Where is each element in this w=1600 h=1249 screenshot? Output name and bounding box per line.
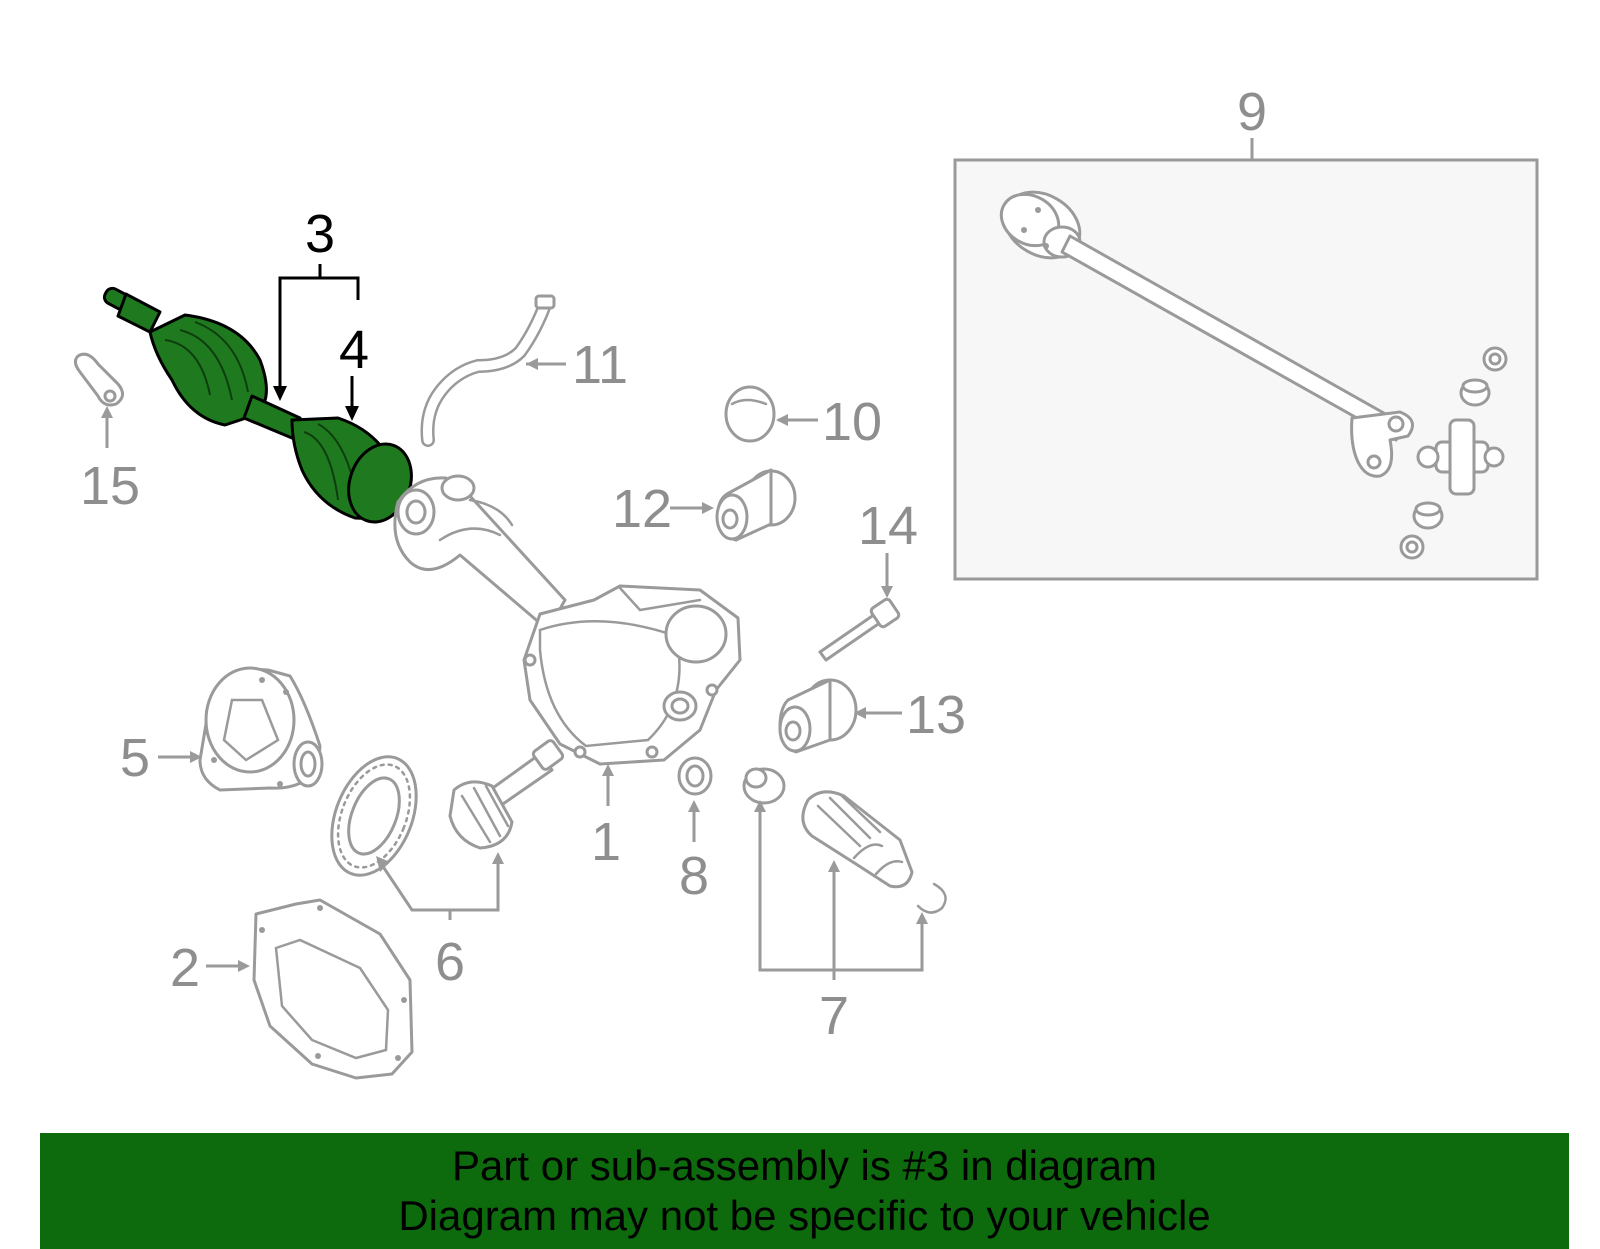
- bolt-14-drawing: [818, 597, 901, 662]
- banner-line-2: Diagram may not be specific to your vehi…: [398, 1192, 1211, 1239]
- shaft-7-drawing: [801, 790, 914, 889]
- callout-7-bracket: [758, 808, 924, 972]
- axle-shaft-highlighted[interactable]: [102, 286, 422, 531]
- callout-4[interactable]: 4: [339, 320, 369, 380]
- vent-hose-11-drawing: [420, 294, 556, 447]
- cover-2-drawing: [252, 898, 414, 1080]
- bearing-7-drawing: [742, 767, 786, 805]
- callout-11[interactable]: 11: [572, 335, 628, 395]
- plug-10-drawing: [724, 385, 776, 443]
- bushing-13-drawing: [778, 678, 858, 754]
- ring-gear-6-drawing: [330, 755, 418, 877]
- callout-6[interactable]: 6: [435, 932, 465, 992]
- snap-ring-7-drawing: [916, 882, 947, 914]
- bushing-12-drawing: [715, 468, 797, 542]
- callout-6-bracket: [378, 861, 500, 912]
- callout-9[interactable]: 9: [1237, 82, 1267, 142]
- callout-1[interactable]: 1: [591, 812, 621, 872]
- callout-7[interactable]: 7: [819, 986, 849, 1046]
- callout-10[interactable]: 10: [822, 392, 882, 452]
- callout-12[interactable]: 12: [612, 479, 672, 539]
- info-banner: Part or sub-assembly is #3 in diagram Di…: [40, 1133, 1569, 1249]
- clip-15-drawing: [73, 352, 124, 407]
- callout-2[interactable]: 2: [170, 938, 200, 998]
- axle-housing-1-drawing: [393, 474, 742, 766]
- callout-8[interactable]: 8: [679, 846, 709, 906]
- callout-14[interactable]: 14: [858, 496, 918, 556]
- callout-3[interactable]: 3: [305, 204, 335, 264]
- seal-8-drawing: [677, 756, 713, 796]
- banner-line-1: Part or sub-assembly is #3 in diagram: [452, 1142, 1157, 1189]
- pinion-gear-6-drawing: [448, 739, 565, 850]
- differential-case-5-drawing: [198, 666, 324, 792]
- callout-13[interactable]: 13: [906, 685, 966, 745]
- callout-5[interactable]: 5: [120, 728, 150, 788]
- callout-15[interactable]: 15: [80, 456, 140, 516]
- drive-shaft-drawing: [999, 190, 1508, 560]
